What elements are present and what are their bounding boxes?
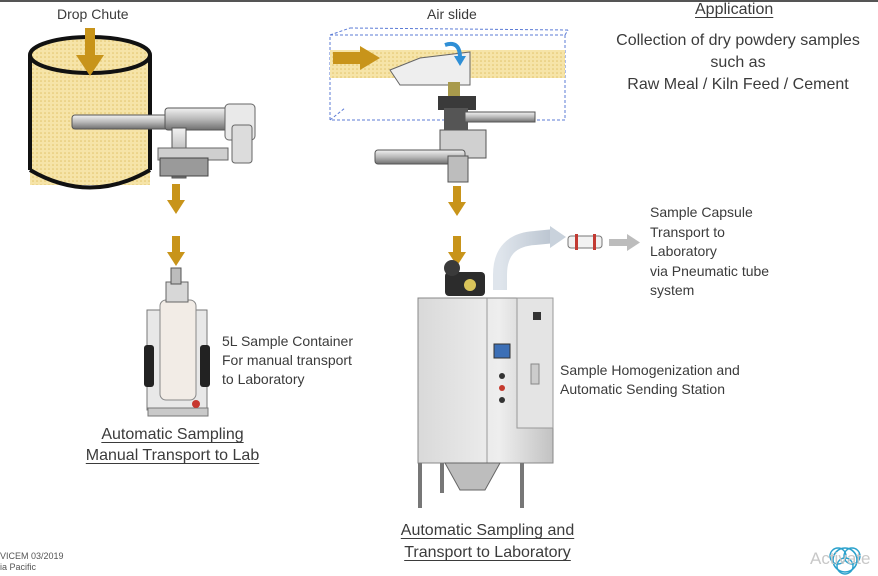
container-text: 5L Sample Container For manual transport… [222, 332, 353, 389]
application-text: Collection of dry powdery samples such a… [598, 30, 878, 96]
footer-line-2: ia Pacific [0, 562, 37, 572]
left-process-title: Automatic Sampling Manual Transport to L… [60, 424, 285, 466]
capsule-arrow [609, 234, 640, 251]
footer-line-1: VICEM 03/2019 [0, 551, 64, 561]
homogenization-line-2: Automatic Sending Station [560, 381, 725, 397]
sample-container-drawing [144, 267, 210, 417]
left-sampler-drawing [71, 103, 256, 179]
capsule-text: Sample Capsule Transport to Laboratory v… [650, 203, 769, 301]
right-title-line-1: Automatic Sampling and [400, 522, 575, 539]
application-line-1: Collection of dry powdery samples [616, 32, 860, 49]
application-line-2: such as [710, 54, 766, 71]
company-logo-icon [829, 547, 861, 575]
right-down-arrow-1 [448, 186, 466, 216]
right-process-title: Automatic Sampling and Transport to Labo… [375, 520, 600, 564]
application-line-3: Raw Meal / Kiln Feed / Cement [627, 76, 849, 93]
capsule-line-3: Laboratory [650, 243, 717, 259]
air-slide-inlet-arrow [333, 46, 380, 70]
container-line-1: 5L Sample Container [222, 333, 354, 349]
capsule-line-5: system [650, 282, 695, 298]
application-heading: Application [695, 1, 774, 18]
right-sampler-drawing [374, 41, 536, 183]
footer-text: VICEM 03/2019 ia Pacific [0, 551, 64, 573]
left-title-line-1: Automatic Sampling [101, 426, 244, 443]
left-down-arrow-1 [167, 184, 185, 214]
container-line-2: For manual transport [222, 352, 352, 368]
right-title-line-2: Transport to Laboratory [404, 544, 571, 561]
chute-inlet-arrow [76, 28, 104, 76]
drop-chute-label: Drop Chute [57, 6, 129, 22]
capsule-line-4: via Pneumatic tube [650, 262, 770, 279]
right-down-arrow-2 [448, 236, 466, 266]
sample-capsule-drawing [567, 234, 603, 250]
top-rule [0, 0, 878, 2]
air-slide-label: Air slide [427, 6, 477, 22]
left-down-arrow-2 [167, 236, 185, 266]
homogenization-line-1: Sample Homogenization and [560, 362, 740, 378]
capsule-line-2: Transport to [650, 223, 725, 240]
watermark-text: Activate [810, 549, 871, 568]
capsule-line-1: Sample Capsule [650, 204, 753, 220]
pneumatic-tube-drawing [493, 226, 566, 290]
homogenization-station-drawing [417, 260, 554, 508]
homogenization-text: Sample Homogenization and Automatic Send… [560, 361, 740, 399]
container-line-3: to Laboratory [222, 371, 305, 387]
left-title-line-2: Manual Transport to Lab [85, 447, 260, 464]
